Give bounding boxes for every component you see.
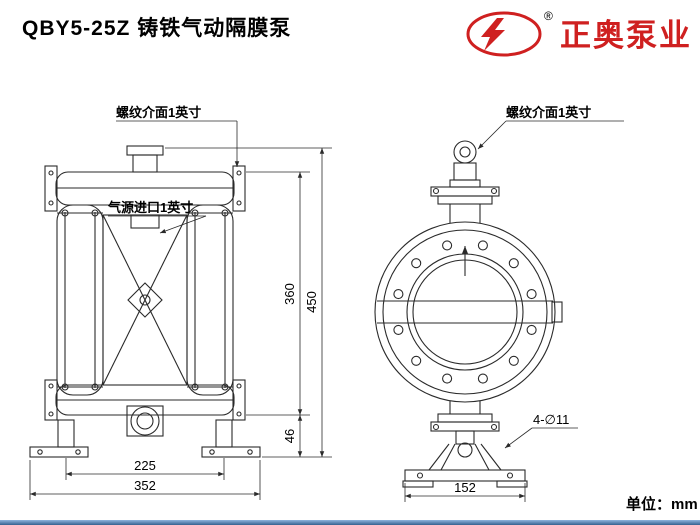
- bottom-edge-bar: [0, 520, 700, 525]
- front-base-feet: [29, 419, 261, 458]
- front-top-port: [126, 145, 164, 173]
- front-right-chamber: [186, 204, 234, 396]
- annotation-texts: 螺纹介面1英寸 螺纹介面1英寸 气源进口1英寸 4-∅11 360 450 46…: [108, 105, 698, 513]
- front-view: [29, 145, 261, 458]
- brand-logo: ® 正奥泵业: [464, 6, 692, 58]
- side-pump-body: [374, 221, 563, 403]
- registered-mark: ®: [544, 9, 553, 23]
- dimension-lines: [29, 120, 624, 502]
- dim-height-body: 360: [282, 283, 297, 305]
- unit-label: 单位：mm: [626, 495, 698, 513]
- base-holes-label: 4-∅11: [533, 412, 569, 427]
- side-base-stand: [402, 443, 528, 488]
- dim-width-feet: 225: [134, 458, 156, 473]
- side-bottom-port: [430, 401, 500, 458]
- thread-label-front: 螺纹介面1英寸: [116, 105, 201, 120]
- front-left-chamber: [56, 204, 104, 396]
- air-inlet-label: 气源进口1英寸: [108, 200, 193, 215]
- dim-height-total: 450: [304, 291, 319, 313]
- side-view: [374, 140, 563, 488]
- front-bottom-port: [126, 405, 164, 437]
- dim-side-base-width: 152: [454, 480, 476, 495]
- front-bottom-manifold: [44, 379, 246, 421]
- dim-base-height: 46: [282, 429, 297, 443]
- thread-label-side: 螺纹介面1英寸: [506, 105, 591, 120]
- brand-logo-mark-icon: ®: [466, 9, 553, 57]
- brand-name: 正奥泵业: [560, 17, 692, 53]
- page-title: QBY5-25Z 铸铁气动隔膜泵: [22, 17, 292, 40]
- side-top-port: [430, 140, 500, 223]
- front-center-body: [102, 214, 188, 386]
- dim-width-total: 352: [134, 478, 156, 493]
